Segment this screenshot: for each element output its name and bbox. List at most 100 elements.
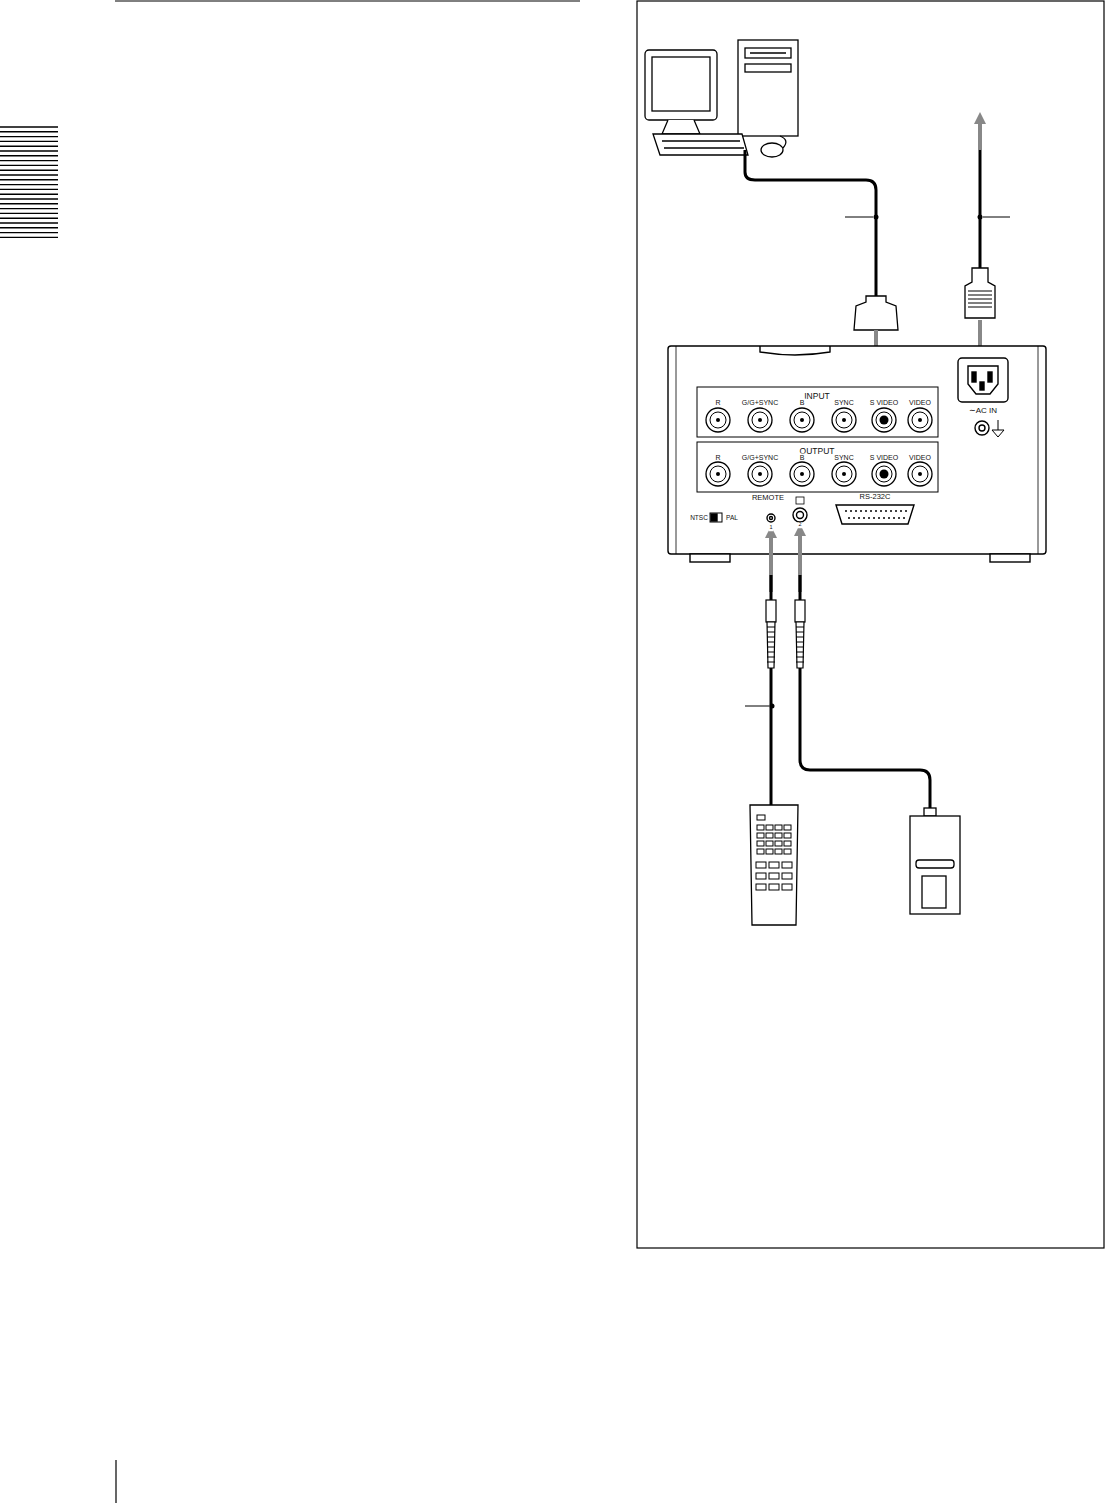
section-tab [0,198,58,199]
connectors [706,408,932,486]
computer [750,52,786,53]
connectors [752,412,768,428]
power-cord [965,268,995,318]
connectors [880,470,889,479]
connectors [794,466,810,482]
remote-commander [766,833,773,838]
connectors [758,472,762,476]
rear-panel [870,510,872,512]
connectors [706,408,730,432]
power-cord [968,299,992,300]
remote-commander [769,884,779,890]
rear-panel [878,517,880,519]
remote-commander [769,873,779,879]
connectors [758,418,762,422]
connector-label: SYNC [833,454,854,461]
remote-cables [766,600,776,622]
remote-commander [775,825,782,830]
rear-panel [668,346,1046,562]
remote-commander [766,841,773,846]
remote-cables [796,657,804,658]
section-tab [0,237,58,238]
computer [662,120,700,134]
connectors [908,408,932,432]
remote-commander [766,849,773,854]
section-tab [0,217,58,218]
rear-panel [845,510,907,519]
computer [645,40,798,157]
switch-label: NTSC [689,515,709,522]
connector-label: B [799,399,806,406]
power-cord [978,118,982,150]
switch-label: PAL [725,515,739,522]
remote-commander [756,862,766,868]
remote-cables [745,530,930,812]
connector-label: S VIDEO [869,454,899,461]
rear-panel [980,382,984,390]
remote-commander [756,815,792,890]
rear-panel [676,346,677,554]
foot-switch [910,816,960,914]
section-tab [0,232,58,233]
remote-commander [775,841,782,846]
section-tab [0,208,58,209]
connectors [880,416,889,425]
remote-cables [796,637,804,638]
connectors [872,462,896,486]
rear-panel [793,508,807,522]
remote-cables [796,632,804,633]
connectors [912,466,928,482]
rs232c-cable [874,215,879,220]
section-tab [0,169,58,170]
rear-panel [797,512,804,519]
section-tab [0,126,58,127]
remote-commander [784,833,791,838]
rear-panel [796,497,804,504]
remote-cables [767,662,775,663]
power-cord [968,295,992,296]
rear-panel [860,510,862,512]
connectors [842,472,846,476]
page-rules [637,1,1104,1248]
remote-cables [767,622,775,668]
connectors [716,472,720,476]
remote-cables [796,622,804,668]
computer [645,50,717,120]
foot-switch [916,860,954,868]
section-tab [0,150,58,151]
connector-label: RS-232C [859,493,892,501]
remote-commander [757,825,764,830]
remote-cables [767,647,775,648]
connectors [872,408,896,432]
rear-panel [697,387,938,437]
connectors [842,418,846,422]
remote-cables [796,652,804,653]
remote-commander [769,862,779,868]
connector-label: S VIDEO [869,399,899,406]
remote-cables [745,706,769,707]
rear-panel [875,510,877,512]
connectors [748,462,772,486]
rear-panel [853,517,855,519]
jack-number: 1 [768,525,773,531]
rear-panel [972,372,976,382]
section-tab [0,174,58,175]
rear-panel [880,510,882,512]
connectors [790,462,814,486]
section-tab [0,213,58,214]
connector-label: REMOTE [751,494,785,502]
rear-panel [883,517,885,519]
remote-cables [796,647,804,648]
remote-cables [796,627,804,628]
connectors [908,462,932,486]
rear-panel [668,346,1046,554]
connector-label: VIDEO [908,399,932,406]
remote-commander [757,833,764,838]
rear-panel [890,510,892,512]
remote-commander [766,825,773,830]
computer [761,143,783,157]
connectors [876,412,892,428]
rear-panel [848,517,850,519]
connectors [832,408,856,432]
